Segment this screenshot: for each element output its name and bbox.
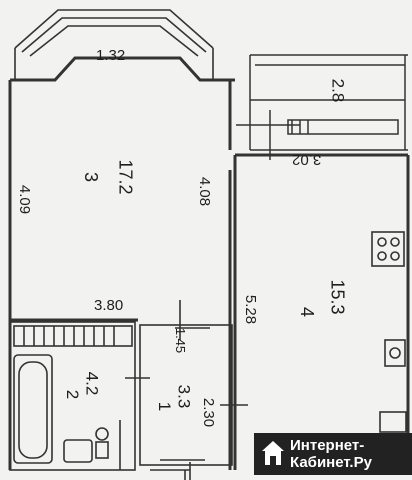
room-1-area: 3.3 xyxy=(174,384,194,409)
balcony-width-label: 2.8 xyxy=(328,78,348,103)
balcony xyxy=(236,54,408,160)
room-4-area: 15.3 xyxy=(327,279,348,315)
bay-width-label: 1.32 xyxy=(96,47,126,64)
room-4-left-wall-label: 5.28 xyxy=(242,294,260,325)
watermark-line-2: Кабинет.Ру xyxy=(290,454,372,471)
room-4-walls xyxy=(233,153,410,470)
room-1-number: 1 xyxy=(155,401,175,412)
kitchen-stove xyxy=(371,231,405,267)
room-3-number: 3 xyxy=(81,171,102,183)
bay-window xyxy=(14,9,214,80)
room-4-number: 4 xyxy=(297,306,318,318)
room-3-area: 17.2 xyxy=(115,159,136,195)
house-icon xyxy=(262,441,284,465)
balcony-length-label: 3.02 xyxy=(292,151,322,168)
room-1-top-wall-label: 1.45 xyxy=(173,327,189,354)
room-3-bottom-wall-label: 3.80 xyxy=(94,297,124,314)
entry-door xyxy=(150,462,191,480)
room-2-number: 2 xyxy=(63,389,83,400)
watermark-line-1: Интернет- xyxy=(290,437,365,454)
watermark-logo: Интернет- Кабинет.Ру xyxy=(254,433,412,475)
room-3-right-wall-label: 4.08 xyxy=(196,176,214,207)
room-2-bathroom xyxy=(9,321,136,471)
room-2-area: 4.2 xyxy=(82,371,102,396)
kitchen-sink xyxy=(379,339,407,433)
room-1-corridor xyxy=(125,300,248,466)
room-1-left-wall-label: 2.30 xyxy=(200,397,218,428)
room-3-left-wall-label: 4.09 xyxy=(16,184,34,215)
